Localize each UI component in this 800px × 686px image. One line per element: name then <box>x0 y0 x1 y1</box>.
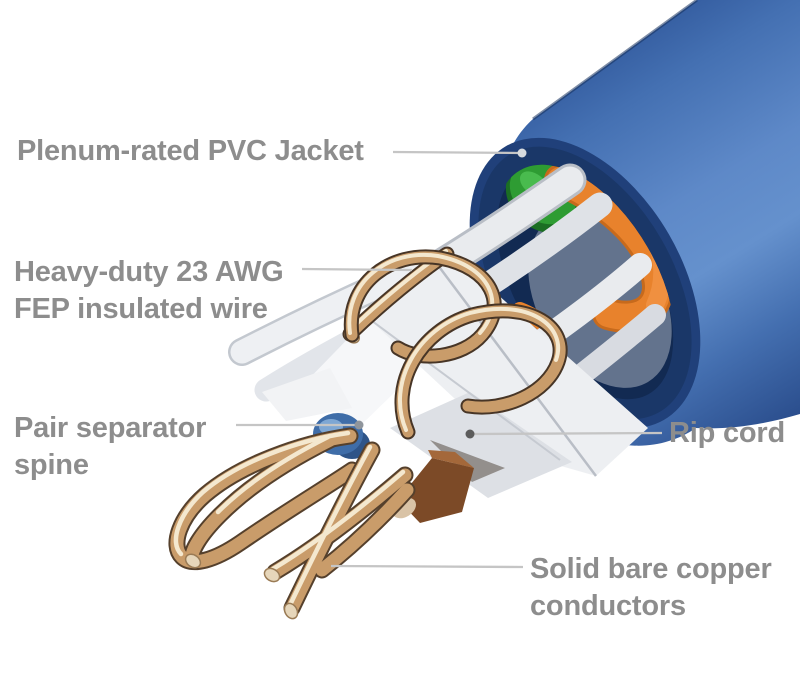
label-pvc-jacket: Plenum-rated PVC Jacket <box>17 133 364 170</box>
label-rip-cord-line: Rip cord <box>669 417 786 449</box>
leader-rip-cord <box>472 431 663 436</box>
label-pair-separator: Pair separator spine <box>14 410 206 484</box>
leader-copper-conductors <box>330 564 524 569</box>
twisted-pair-left <box>168 427 361 571</box>
inner-sheath-graphic <box>391 450 474 523</box>
leader-dot-pvc-jacket <box>517 148 527 158</box>
label-copper-conductors-line2: conductors <box>530 590 686 622</box>
twisted-pair-right <box>263 441 416 620</box>
label-awg-wire-line1: Heavy-duty 23 AWG <box>14 256 284 288</box>
label-awg-wire: Heavy-duty 23 AWG FEP insulated wire <box>14 254 284 328</box>
leader-dot-pair-separator <box>354 420 364 430</box>
label-rip-cord: Rip cord <box>669 415 785 452</box>
label-awg-wire-line2: FEP insulated wire <box>14 293 268 325</box>
leader-dot-rip-cord <box>465 429 475 439</box>
label-copper-conductors: Solid bare copper conductors <box>530 551 772 625</box>
label-pair-separator-line1: Pair separator <box>14 412 207 444</box>
leader-awg-wire <box>301 267 413 272</box>
label-copper-conductors-line1: Solid bare copper <box>530 553 772 585</box>
leader-lines <box>236 150 663 569</box>
label-pvc-jacket-line: Plenum-rated PVC Jacket <box>17 135 364 167</box>
leader-pvc-jacket <box>392 150 522 155</box>
copper-loops <box>342 246 568 440</box>
label-pair-separator-line2: spine <box>14 449 89 481</box>
